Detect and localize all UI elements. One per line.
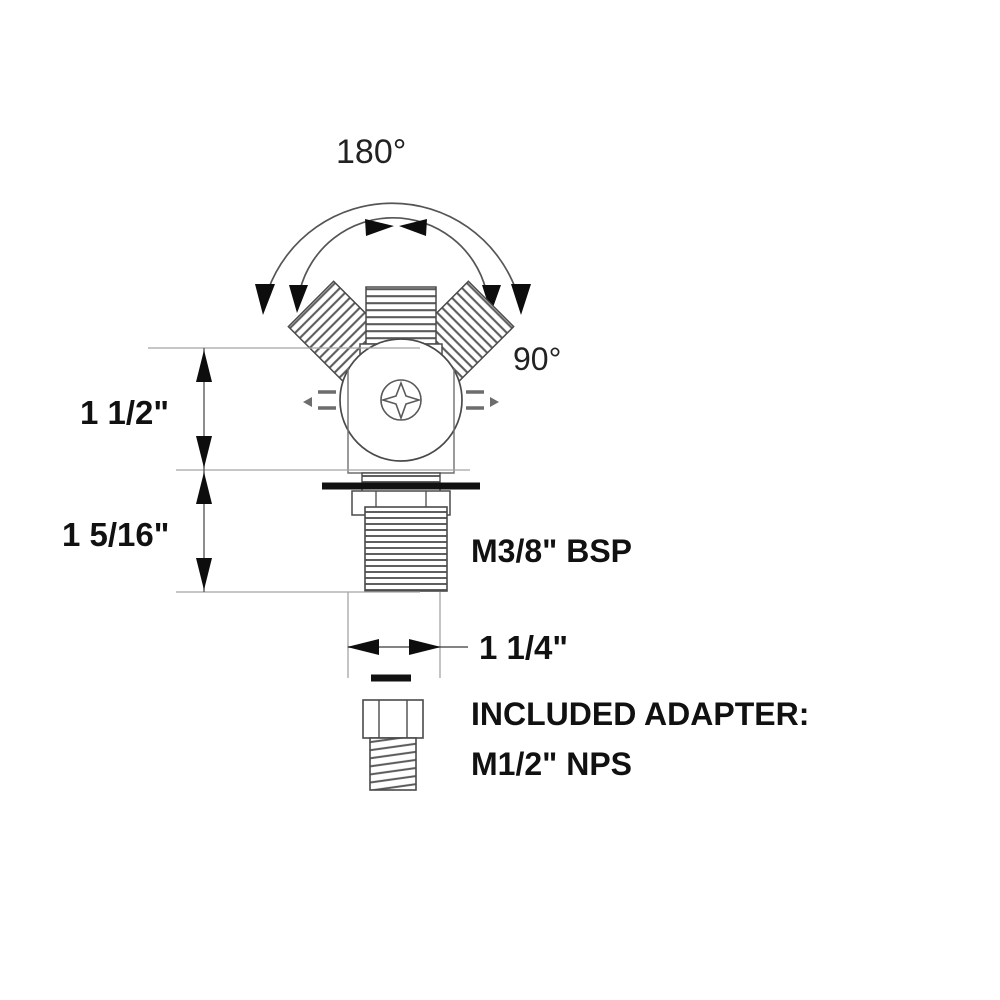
callout-main-thread: M3/8" BSP xyxy=(471,533,632,569)
sweep-arc-90 xyxy=(289,216,501,313)
dim-lower-bottom-arrow xyxy=(196,558,212,590)
adapter-hex-head xyxy=(362,699,424,739)
sweep-apex-left-arrowhead xyxy=(365,219,394,236)
right-clearance-ticks xyxy=(466,390,499,410)
sweep-apex-right-arrowhead xyxy=(399,219,427,236)
adapter-threaded-body xyxy=(369,737,417,791)
dimension-label-width: 1 1/4" xyxy=(479,629,568,666)
valve-head-group xyxy=(287,280,515,474)
sweep-arc-180 xyxy=(255,202,531,315)
left-clearance-ticks xyxy=(303,390,336,410)
sweep-180-right-arrowhead xyxy=(511,284,531,315)
phillips-screw-head xyxy=(380,379,422,421)
dim-width-left-arrow xyxy=(347,639,379,655)
dimension-label-height-lower: 1 5/16" xyxy=(62,516,169,553)
mounting-stem-group xyxy=(322,472,480,592)
dim-upper-bottom-arrow xyxy=(196,436,212,468)
angle-label-180: 180° xyxy=(336,133,406,171)
horizontal-dimension-group: 1 1/4" xyxy=(347,592,568,678)
sweep-90-left-arrowhead xyxy=(289,285,308,313)
sweep-180-left-arrowhead xyxy=(255,284,275,315)
callout-adapter-line1: INCLUDED ADAPTER: xyxy=(471,696,809,732)
angle-label-90: 90° xyxy=(513,341,561,377)
included-adapter-group xyxy=(362,674,424,791)
threaded-mounting-stem xyxy=(364,506,448,592)
dim-lower-top-arrow xyxy=(196,472,212,504)
vertical-dimension-group: 1 1/2" 1 5/16" xyxy=(62,347,470,593)
dim-upper-top-arrow xyxy=(196,350,212,382)
sweep-90-right-arrowhead xyxy=(482,285,501,313)
dim-width-right-arrow xyxy=(409,639,441,655)
callout-adapter-line2: M1/2" NPS xyxy=(471,746,632,782)
dimension-label-height-upper: 1 1/2" xyxy=(80,394,169,431)
angle-sweep-group: 180° 90° xyxy=(255,133,561,377)
